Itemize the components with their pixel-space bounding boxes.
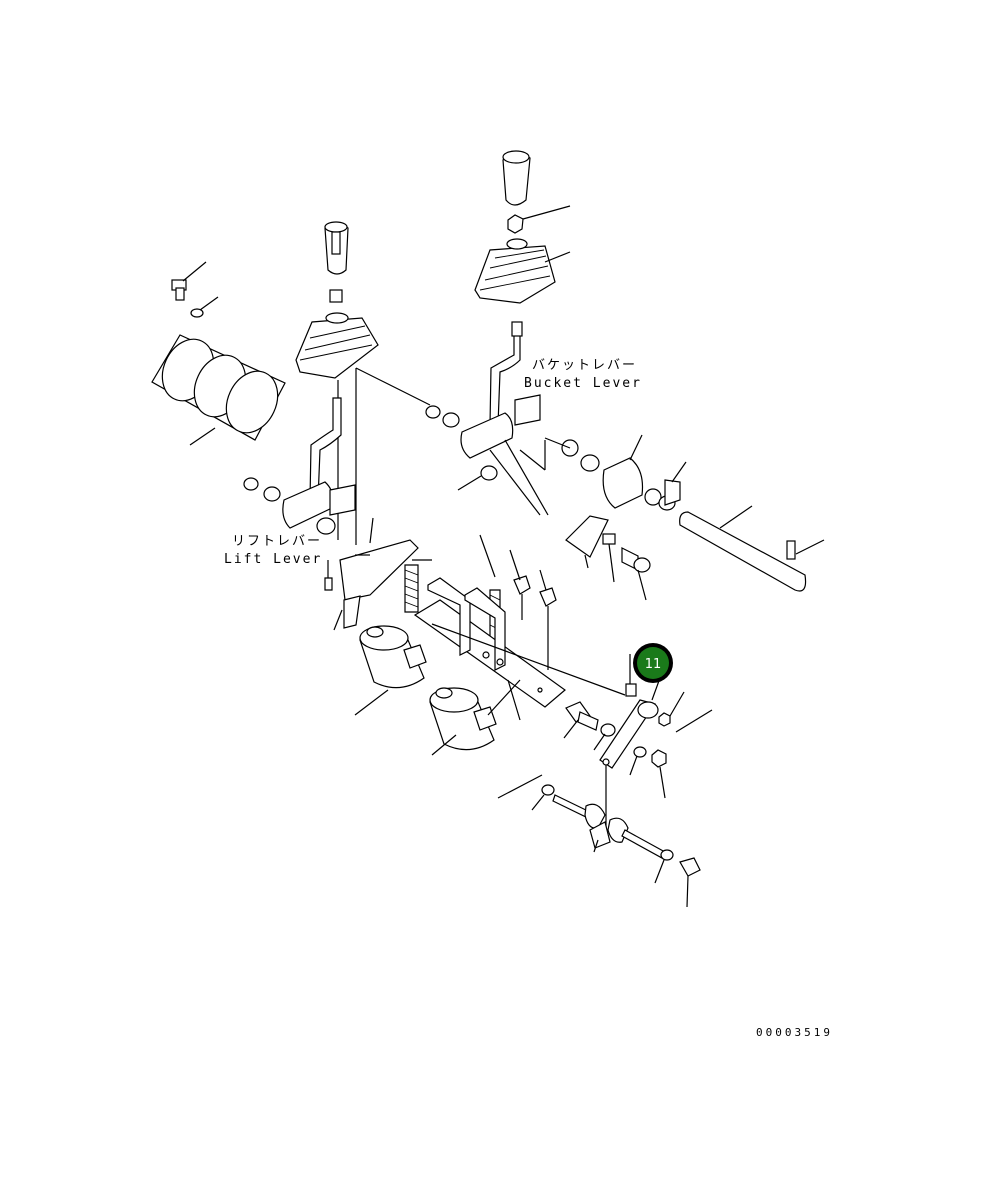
- lift-nut: [329, 289, 343, 303]
- bucket-nut: [507, 214, 524, 234]
- lift-knob: [324, 221, 349, 275]
- bucket-lever-label-jp: バケットレバー: [532, 358, 637, 373]
- gasket-bolt: [171, 279, 187, 301]
- bucket-knob: [502, 150, 531, 206]
- bucket-boot: [474, 238, 556, 304]
- callout-fill: [637, 647, 669, 679]
- lift-boot: [295, 312, 379, 379]
- pin: [786, 540, 796, 560]
- bucket-bolt: [621, 547, 651, 573]
- gasket-washer: [190, 308, 204, 318]
- bucket-lever-label-en: Bucket Lever: [524, 376, 642, 391]
- callout-number: 11: [645, 657, 662, 672]
- solenoid-upper: [359, 625, 427, 689]
- lever-arm: [599, 699, 659, 769]
- drawing-number: 00003519: [756, 1026, 833, 1039]
- solenoid-lower: [429, 687, 497, 751]
- gasket-plate: [151, 334, 286, 441]
- lift-lever-label-jp: リフトレバー: [232, 534, 322, 549]
- base-plate: [413, 577, 566, 708]
- callout-marker-11[interactable]: 11: [633, 643, 673, 683]
- lift-lever-label-en: Lift Lever: [224, 552, 322, 567]
